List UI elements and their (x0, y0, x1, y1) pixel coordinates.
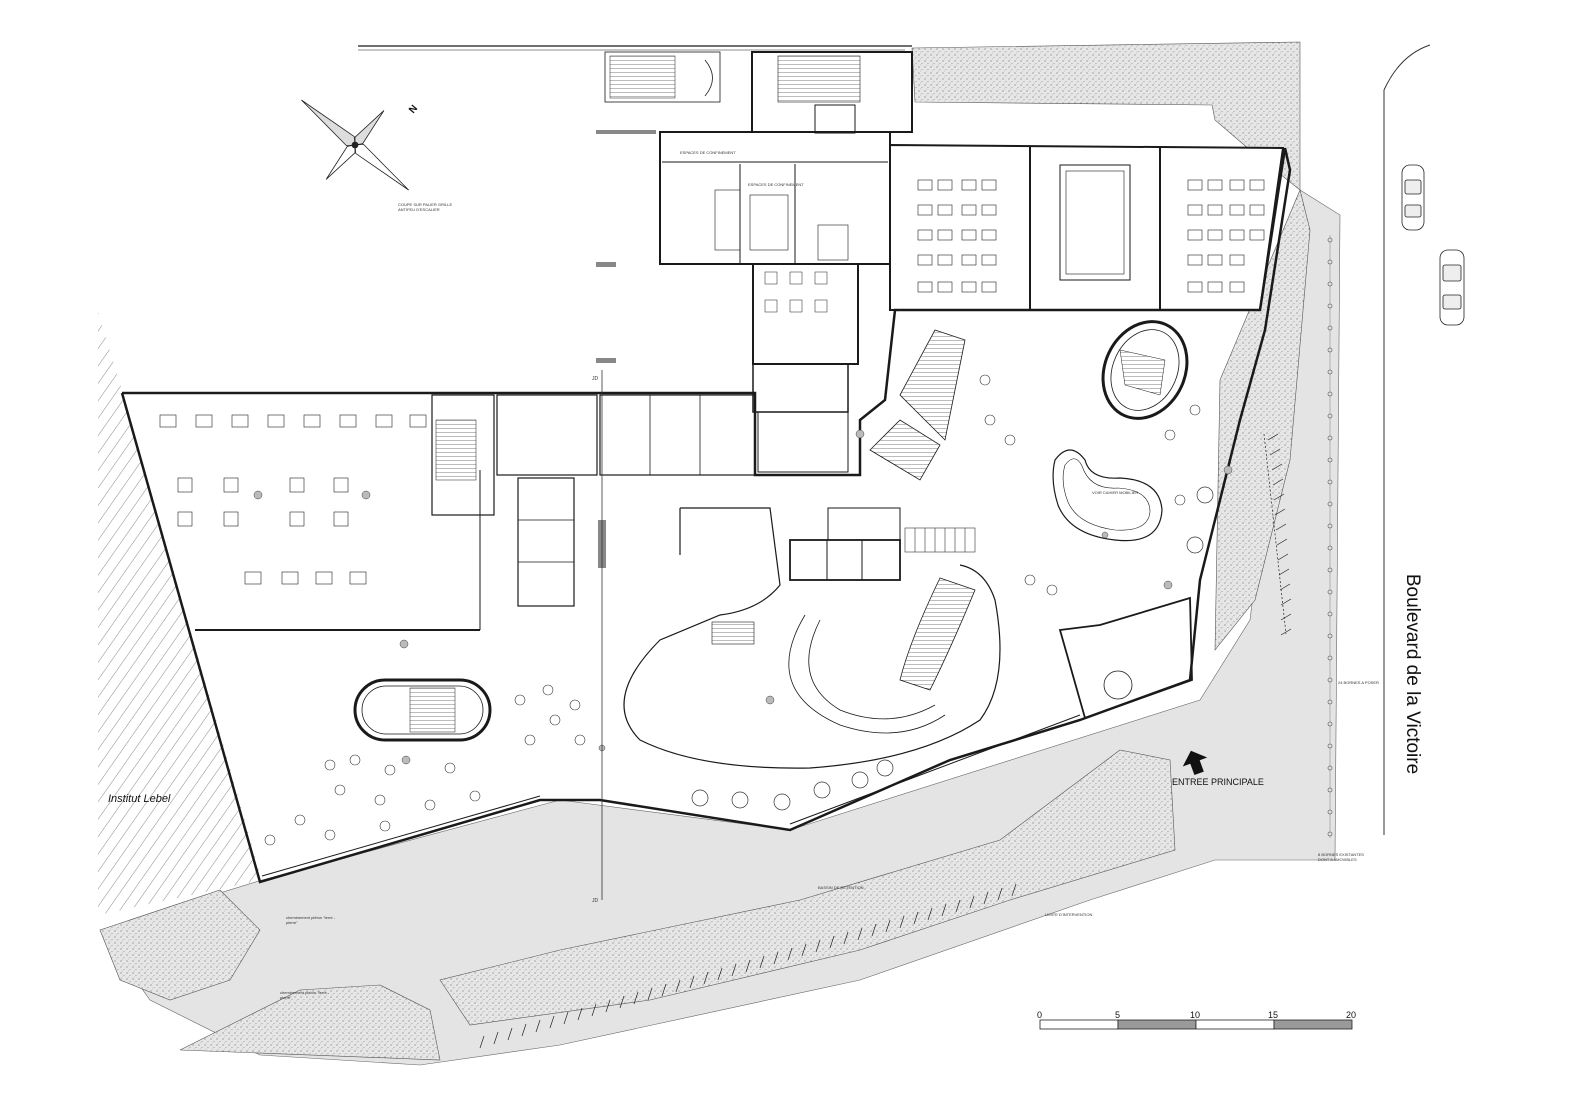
road-curve (1383, 44, 1431, 91)
room-note-confinement-a: ESPACES DE CONFINEMENT (680, 150, 736, 155)
core-block (659, 51, 913, 265)
car-2 (1439, 249, 1465, 326)
retention-note: BASSIN DE RETENTION (818, 885, 864, 890)
furniture-rows (904, 527, 976, 553)
office-strip (496, 394, 756, 607)
planters (691, 486, 1214, 811)
car-1 (1401, 164, 1425, 231)
bollards-new-note: 24 BORNES A POSER (1338, 680, 1379, 685)
room-note-confinement-b: ESPACES DE CONFINEMENT (748, 182, 804, 187)
section-marker-bottom: JD (592, 898, 599, 904)
neighbor-parcel-hatch (98, 312, 262, 915)
scale-tick-10: 10 (1190, 1010, 1201, 1020)
room-note-stair: COUPE SUR PALIER GRILLE ANTIFEU D'ESCALI… (398, 202, 453, 212)
stipple-island-left (99, 889, 261, 1001)
scale-tick-20: 20 (1346, 1010, 1357, 1020)
scale-segment (1195, 1019, 1275, 1030)
stairs-northeast (869, 320, 1189, 481)
limit-note: LIMITE D'INTERVENTION (1045, 912, 1093, 917)
scale-tick-15: 15 (1268, 1010, 1279, 1020)
central-forum (623, 507, 1001, 769)
entrance-label: ENTREE PRINCIPALE (1172, 777, 1264, 787)
stipple-ramp-right (1214, 189, 1311, 651)
scale-segment (1117, 1019, 1197, 1030)
classroom-west (195, 394, 495, 631)
columns-central (598, 429, 1233, 752)
stairs-southwest (353, 678, 492, 742)
reception-desk (1052, 449, 1163, 542)
entrance-arrow (1182, 750, 1208, 775)
columns-west (253, 490, 411, 765)
scale-segment (1039, 1019, 1119, 1030)
office-block (752, 263, 859, 473)
north-arrow (301, 99, 409, 191)
scale-tick-5: 5 (1115, 1010, 1121, 1020)
desk-grid-b (1187, 179, 1265, 293)
scale-bar (1039, 1019, 1353, 1030)
street-label: Boulevard de la Victoire (1402, 573, 1423, 775)
section-marker-top: JD (592, 376, 599, 382)
entrance-vestibule (1058, 596, 1193, 720)
desk-grid-a (917, 179, 997, 293)
stipple-island-bottom (179, 984, 441, 1061)
garden-stipple-top (911, 41, 1301, 191)
bike-rack-east (1263, 433, 1292, 636)
paving-note-b: cheminement piéton "terre - pierre" (280, 990, 330, 1000)
scale-tick-0: 0 (1037, 1010, 1043, 1020)
scale-segment (1273, 1019, 1353, 1030)
paving-note-a: cheminement piéton "terre - pierre" (286, 915, 336, 925)
bike-rack-south (479, 883, 1017, 1049)
existing-building-top (358, 45, 912, 363)
reception-note: VOIR CAHIER MOBILIER (1092, 490, 1139, 495)
neighbor-label: Institut Lebel (108, 793, 171, 805)
stipple-band-lower (439, 749, 1176, 1026)
desk-grid-west (159, 414, 427, 585)
bollards-existing-note: 8 BORNES EXISTANTES DONT 8 AMOVIBLES (1318, 852, 1364, 862)
